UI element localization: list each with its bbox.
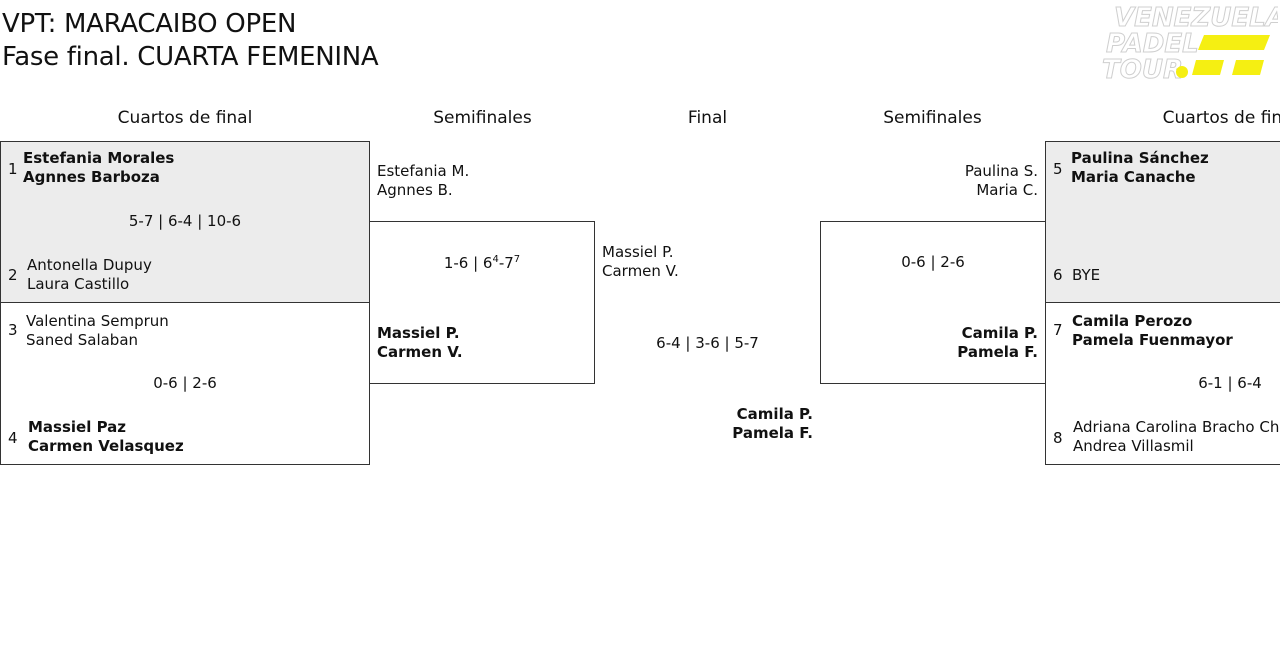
final-score: 6-4 | 3-6 | 5-7 bbox=[656, 334, 759, 352]
sf-right-bottom-player: Pamela F. bbox=[957, 343, 1038, 361]
sf-right-score: 0-6 | 2-6 bbox=[901, 253, 965, 271]
seed-number: 7 bbox=[1053, 321, 1063, 339]
page-subtitle: Fase final. CUARTA FEMENINA bbox=[2, 42, 379, 72]
final-bottom-player: Pamela F. bbox=[732, 424, 813, 442]
player-name: Valentina Semprun bbox=[26, 312, 169, 330]
sf-right-bracket: 0-6 | 2-6 Camila P. Pamela F. bbox=[820, 221, 1046, 384]
qf-match-4: 7 Camila Perozo Pamela Fuenmayor 6-1 | 6… bbox=[1045, 302, 1280, 465]
qf-match-3: 5 Paulina Sánchez Maria Canache 6 BYE bbox=[1045, 141, 1280, 303]
player-name: Saned Salaban bbox=[26, 331, 139, 349]
seed-number: 2 bbox=[8, 266, 18, 284]
qf-match-1: 1 Estefania Morales Agnnes Barboza 5-7 |… bbox=[0, 141, 370, 303]
seed-number: 1 bbox=[8, 160, 18, 178]
match-score: 6-1 | 6-4 bbox=[1198, 374, 1262, 392]
sf-left-bottom-player: Carmen V. bbox=[377, 343, 463, 361]
venezuela-padel-tour-logo: VENEZUELA PADEL TOUR bbox=[1102, 3, 1279, 83]
qf-match-2: 3 Valentina Semprun Saned Salaban 0-6 | … bbox=[0, 302, 370, 465]
round-header-left-qf: Cuartos de final bbox=[117, 108, 253, 128]
round-header-right-qf: Cuartos de final bbox=[1162, 108, 1280, 128]
sf-left-top-player: Agnnes B. bbox=[377, 181, 453, 199]
player-name: Pamela Fuenmayor bbox=[1072, 331, 1233, 349]
player-name: Maria Canache bbox=[1071, 168, 1196, 186]
match-score: 0-6 | 2-6 bbox=[153, 374, 217, 392]
sf-left-top-player: Estefania M. bbox=[377, 162, 470, 180]
final-bottom-player: Camila P. bbox=[736, 405, 813, 423]
round-header-final: Final bbox=[687, 108, 728, 128]
sf-left-bottom-player: Massiel P. bbox=[377, 324, 460, 342]
seed-number: 3 bbox=[8, 321, 18, 339]
seed-number: 6 bbox=[1053, 266, 1063, 284]
round-header-left-sf: Semifinales bbox=[433, 108, 532, 128]
player-name: Andrea Villasmil bbox=[1073, 437, 1194, 455]
page-title: VPT: MARACAIBO OPEN bbox=[2, 9, 297, 39]
player-name: Estefania Morales bbox=[23, 149, 175, 167]
sf-left-bracket: 1-6 | 64-77 Massiel P. Carmen V. bbox=[369, 221, 595, 384]
player-name: Camila Perozo bbox=[1072, 312, 1193, 330]
logo-text-line2: PADEL bbox=[1106, 29, 1199, 59]
logo-text-line1: VENEZUELA bbox=[1114, 3, 1278, 33]
player-name: Antonella Dupuy bbox=[27, 256, 152, 274]
final-top-player: Carmen V. bbox=[602, 262, 679, 280]
player-name: Massiel Paz bbox=[28, 418, 127, 436]
sf-left-score: 1-6 | 64-77 bbox=[443, 254, 521, 272]
player-name: Carmen Velasquez bbox=[28, 437, 184, 455]
logo-accent-shapes bbox=[1176, 35, 1270, 78]
player-name: Agnnes Barboza bbox=[23, 168, 160, 186]
seed-number: 8 bbox=[1053, 429, 1063, 447]
player-name: Adriana Carolina Bracho Chi bbox=[1073, 418, 1280, 436]
right-qf-clip: 5 Paulina Sánchez Maria Canache 6 BYE 7 … bbox=[1045, 141, 1280, 465]
player-name: Paulina Sánchez bbox=[1071, 149, 1209, 167]
seed-number: 4 bbox=[8, 429, 18, 447]
round-header-right-sf: Semifinales bbox=[883, 108, 982, 128]
round-header-right-qf-clip: Cuartos de final bbox=[1045, 108, 1280, 132]
sf-right-bottom-player: Camila P. bbox=[961, 324, 1038, 342]
player-name: Laura Castillo bbox=[27, 275, 130, 293]
logo-text-line3: TOUR bbox=[1102, 55, 1183, 82]
sf-right-top-player: Paulina S. bbox=[964, 162, 1038, 180]
player-name: BYE bbox=[1072, 266, 1101, 284]
seed-number: 5 bbox=[1053, 160, 1063, 178]
match-score: 5-7 | 6-4 | 10-6 bbox=[128, 212, 242, 230]
sf-right-top-player: Maria C. bbox=[976, 181, 1038, 199]
final-top-player: Massiel P. bbox=[602, 243, 674, 261]
